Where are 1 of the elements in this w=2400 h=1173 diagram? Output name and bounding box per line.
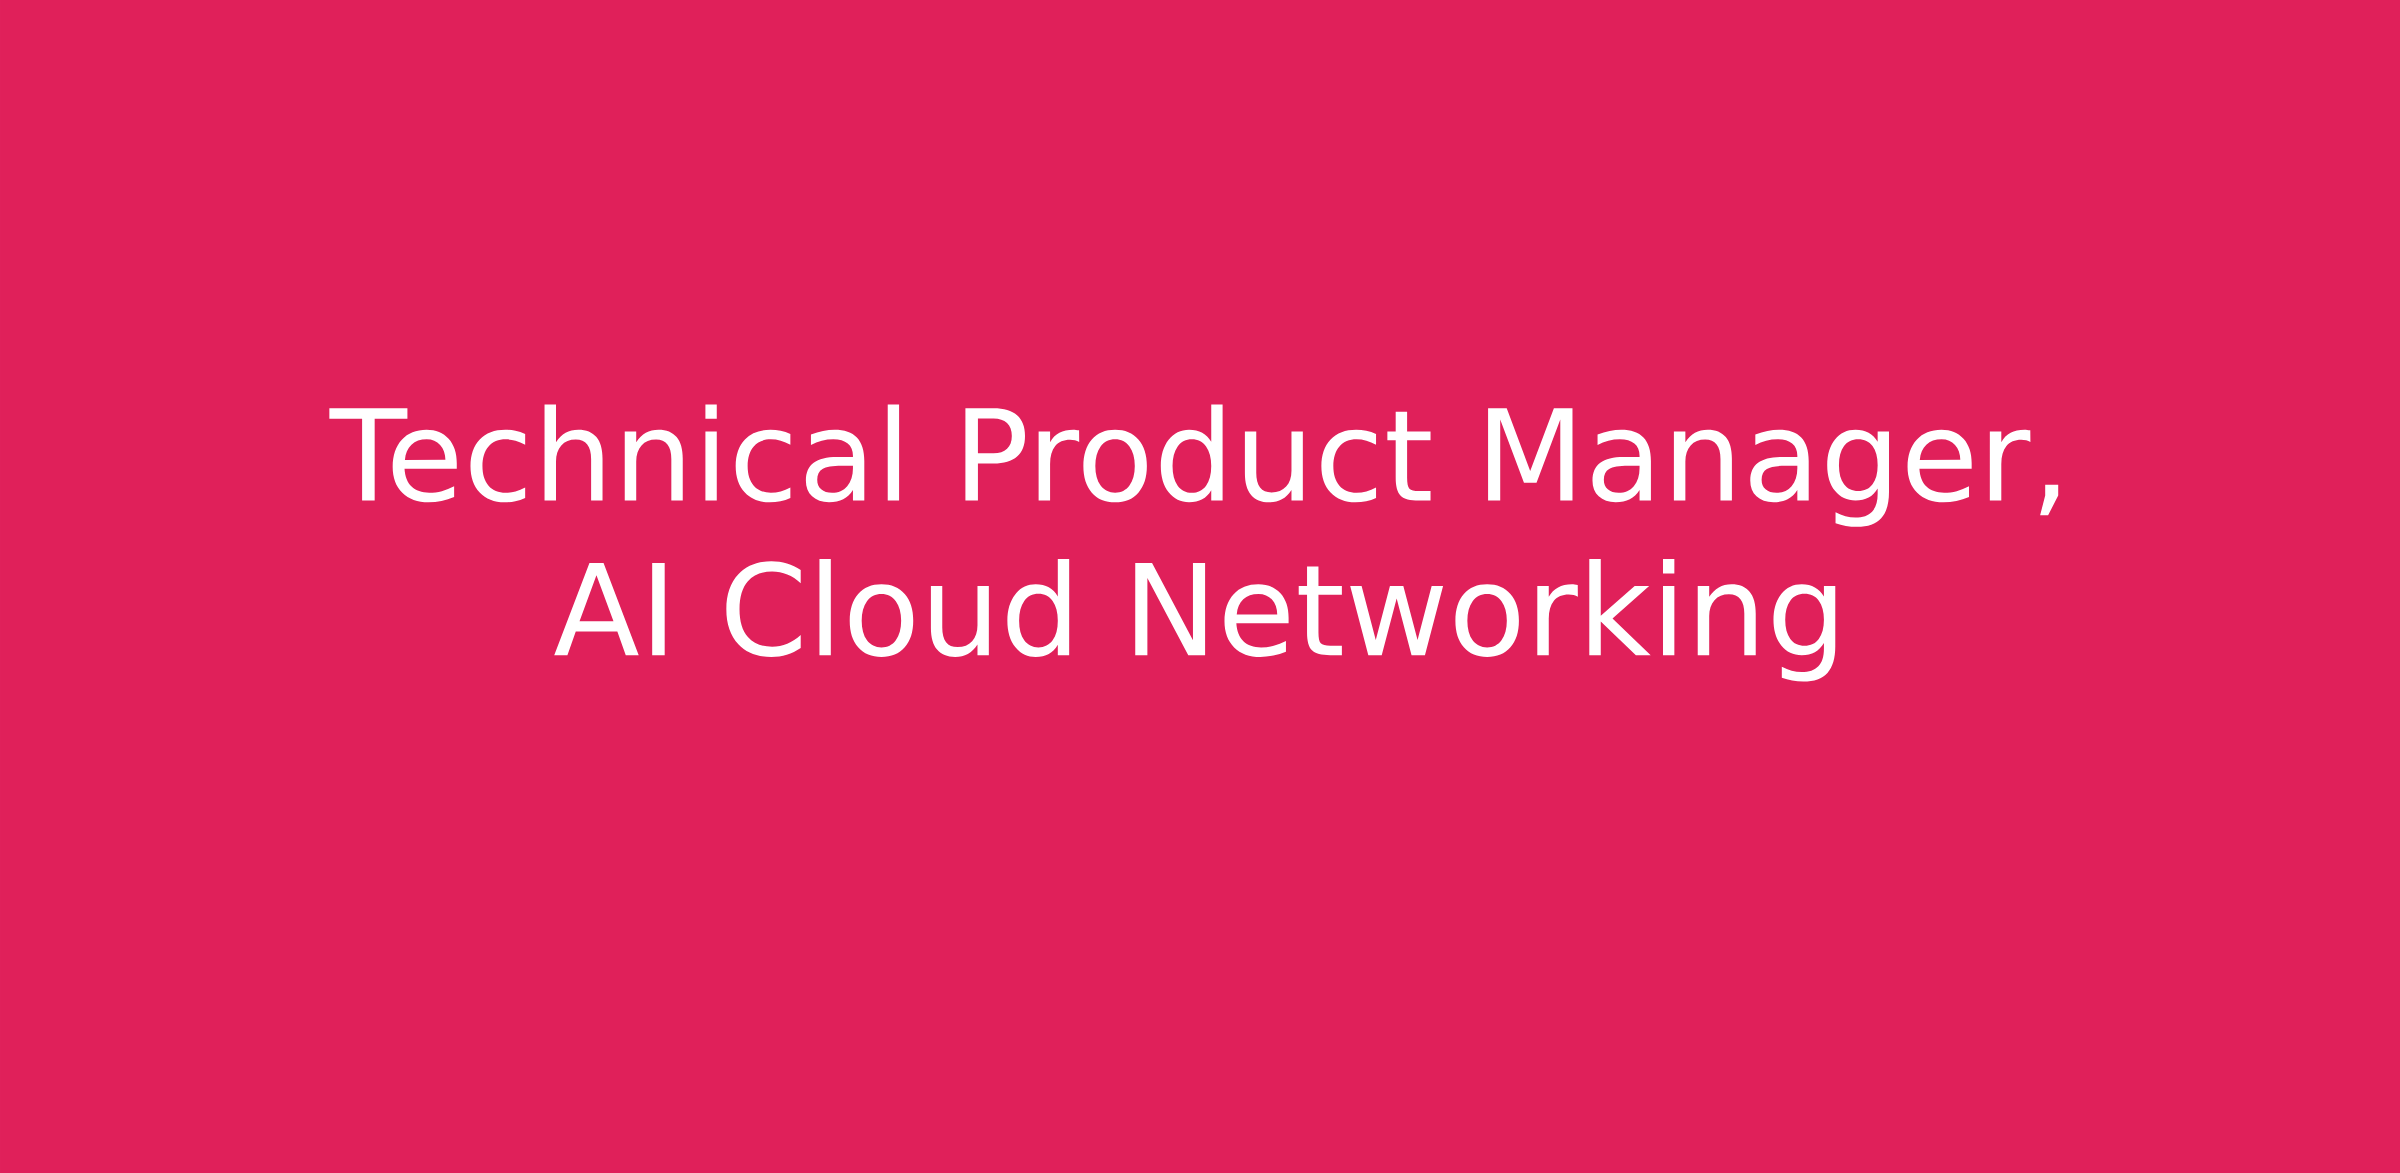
title: Technical Product Manager, AI Cloud Networking xyxy=(329,404,2059,682)
